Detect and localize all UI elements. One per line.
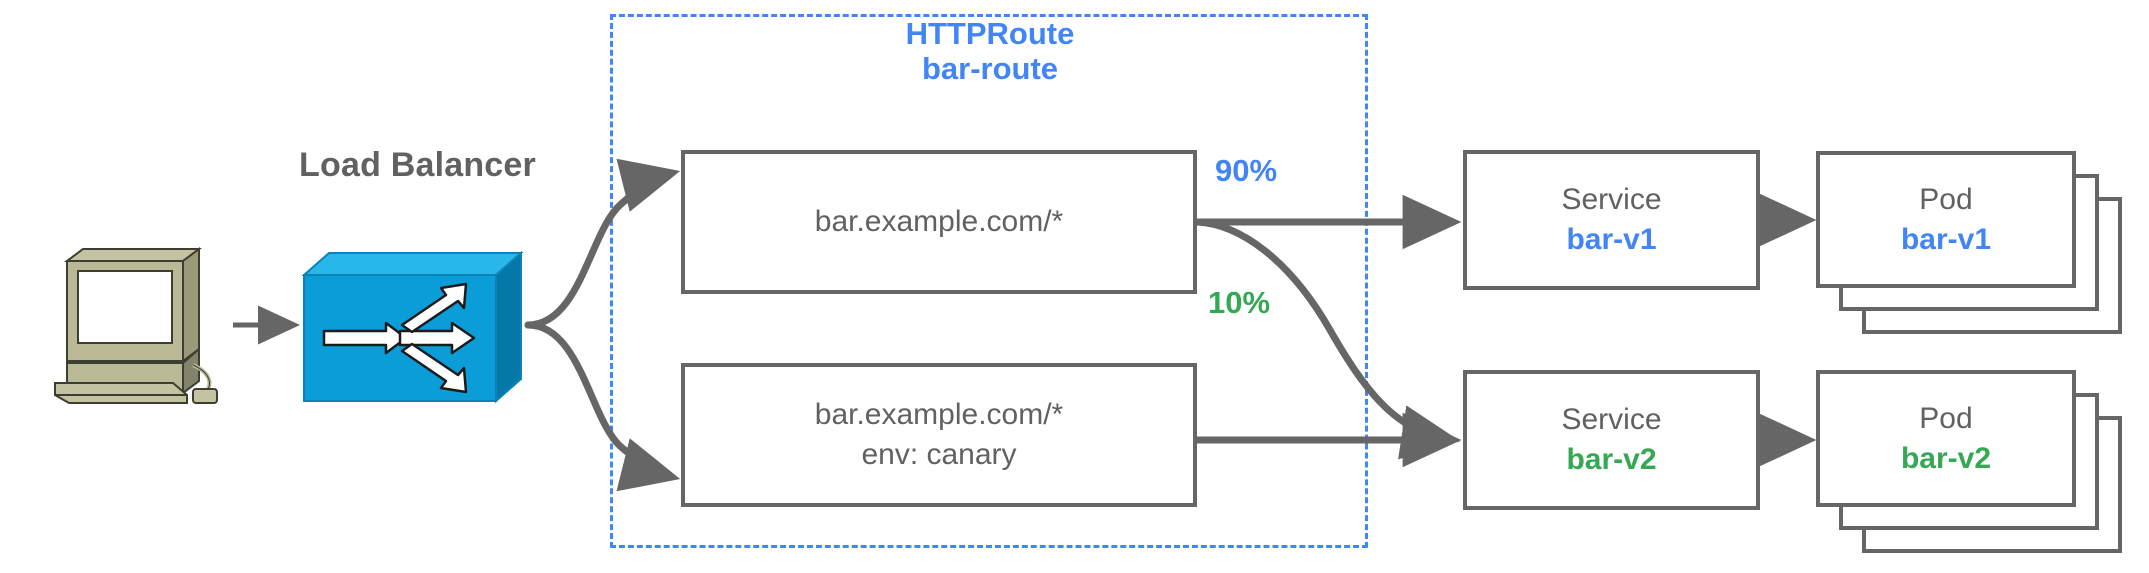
httproute-name-label: bar-route xyxy=(921,51,1059,86)
pod-stack-bar-v2[interactable]: Pod bar-v2 xyxy=(1816,370,2126,560)
route-rule-2-header: env: canary xyxy=(861,438,1017,471)
route-rule-1-match: bar.example.com/* xyxy=(814,205,1064,238)
computer-workstation-icon xyxy=(54,247,218,404)
pod-name-label-1: bar-v1 xyxy=(1900,222,1992,256)
service-name-label-1: bar-v1 xyxy=(1566,223,1657,256)
pod-box-bar-v2[interactable]: Pod bar-v2 xyxy=(1816,370,2076,507)
weight-label-10: 10% xyxy=(1208,285,1271,320)
route-rule-2-match: bar.example.com/* xyxy=(814,398,1064,431)
service-kind-label-1: Service xyxy=(1561,183,1662,216)
route-rule-box-1[interactable]: bar.example.com/* xyxy=(681,150,1197,294)
weight-label-90: 90% xyxy=(1215,153,1278,188)
httproute-kind-label: HTTPRoute xyxy=(905,16,1075,51)
httproute-group-title: HTTPRoute bar-route xyxy=(770,16,1210,86)
pod-kind-label-2: Pod xyxy=(1919,401,1973,435)
connector-lb-to-route-1 xyxy=(524,158,681,329)
pod-name-label-2: bar-v2 xyxy=(1900,441,1992,475)
pod-stack-bar-v1[interactable]: Pod bar-v1 xyxy=(1816,151,2126,341)
service-name-label-2: bar-v2 xyxy=(1566,443,1657,476)
httproute-group-boundary xyxy=(610,14,1368,548)
service-kind-label-2: Service xyxy=(1561,403,1662,436)
load-balancer-switch-icon xyxy=(301,250,524,404)
pod-kind-label-1: Pod xyxy=(1919,182,1973,216)
connector-lb-to-route-2 xyxy=(524,321,681,492)
route-rule-box-2[interactable]: bar.example.com/* env: canary xyxy=(681,363,1197,507)
service-box-bar-v1[interactable]: Service bar-v1 xyxy=(1463,150,1760,290)
pod-box-bar-v1[interactable]: Pod bar-v1 xyxy=(1816,151,2076,288)
load-balancer-label: Load Balancer xyxy=(299,146,536,184)
service-box-bar-v2[interactable]: Service bar-v2 xyxy=(1463,370,1760,510)
